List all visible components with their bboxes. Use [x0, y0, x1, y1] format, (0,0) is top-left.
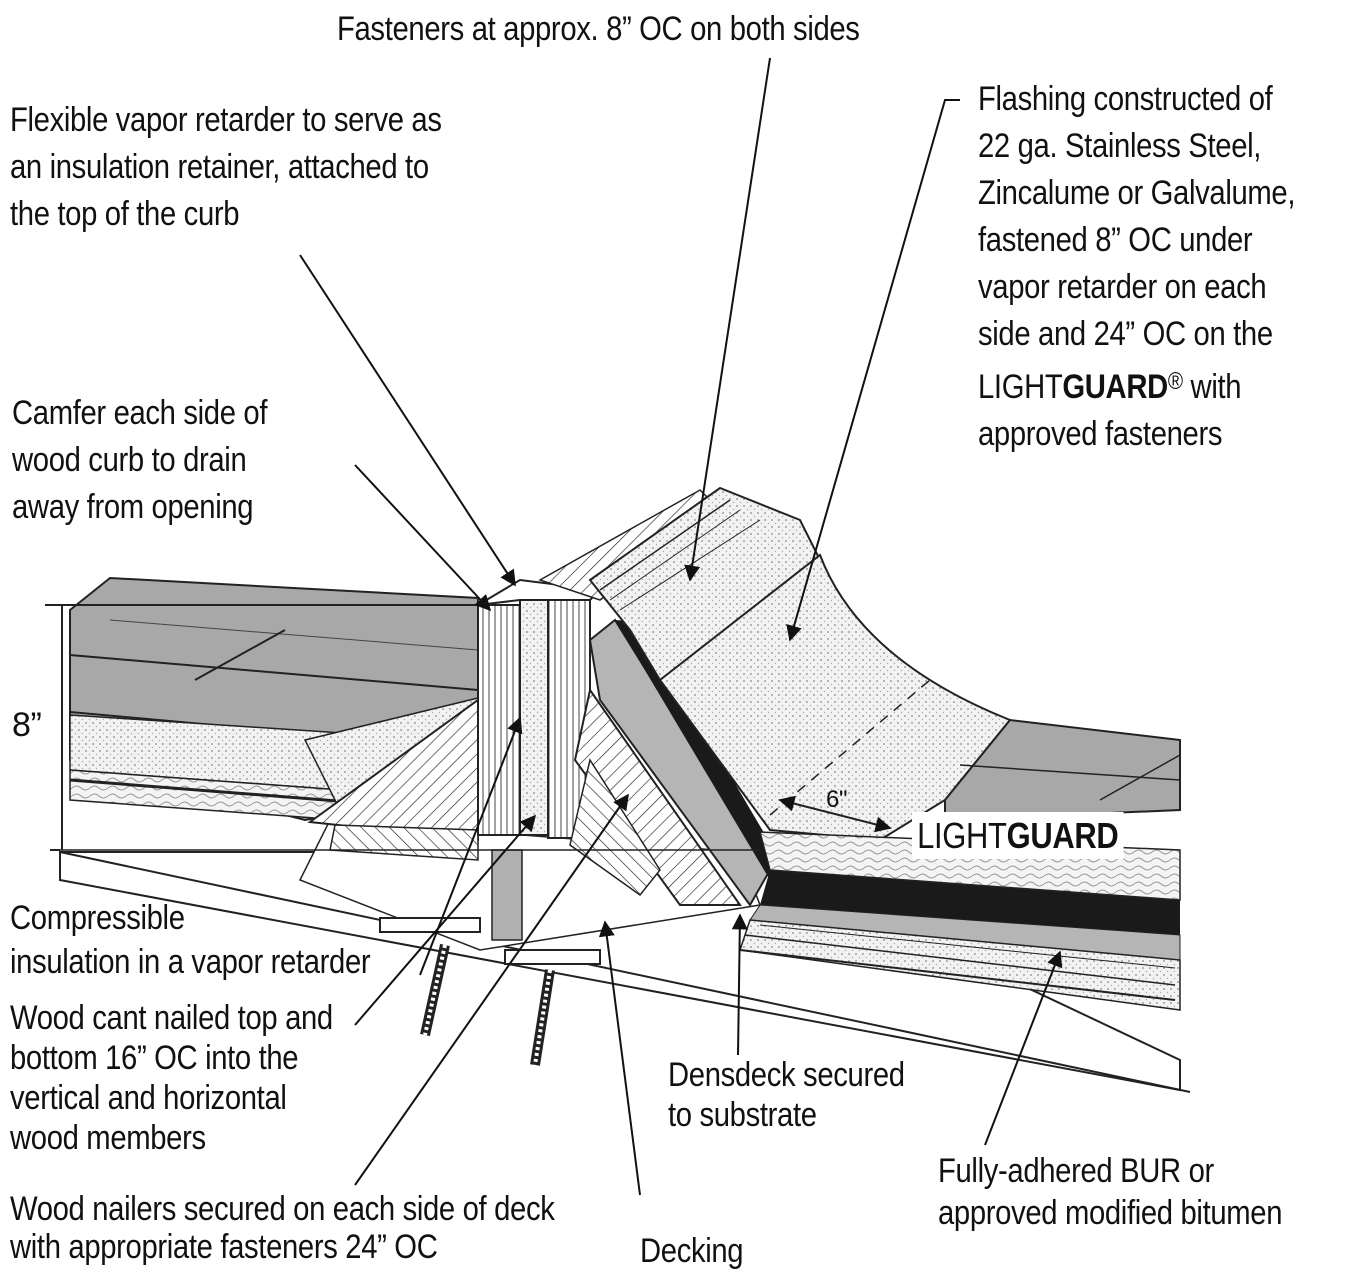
six-inch-dimension [778, 795, 892, 833]
label-line: bottom 16” OC into the [10, 1039, 299, 1077]
deck-fasteners [379, 917, 601, 1066]
label-line: approved fasteners [978, 415, 1223, 453]
label-six-inch: 6" [826, 786, 848, 813]
label-vapor-retarder: Flexible vapor retarder to serve as an i… [10, 97, 442, 238]
brand-prefix: LIGHT [978, 368, 1063, 406]
label-camfer: Camfer each side of wood curb to drain a… [12, 390, 267, 531]
label-wood-cant: Wood cant nailed top and bottom 16” OC i… [10, 998, 333, 1158]
label-line: wood members [10, 1119, 206, 1157]
label-line: side and 24” OC on the [978, 315, 1273, 353]
label-line: fastened 8” OC under [978, 221, 1253, 259]
label-bur: Fully-adhered BUR or approved modified b… [938, 1150, 1282, 1234]
label-lightguard: LIGHTGUARD [912, 812, 1124, 859]
label-eight-inch: 8” [12, 706, 42, 744]
label-line-brand: LIGHTGUARD® with [978, 358, 1295, 411]
label-line: Wood cant nailed top and [10, 999, 333, 1037]
label-line: Flexible vapor retarder to serve as [10, 101, 442, 139]
label-flashing: Flashing constructed of 22 ga. Stainless… [978, 76, 1295, 458]
label-line: Camfer each side of [12, 394, 268, 432]
registered-mark: ® [1167, 368, 1183, 395]
leader-lines [299, 57, 1063, 1196]
label-line: vapor retarder on each [978, 268, 1267, 306]
label-line: insulation in a vapor retarder [10, 943, 371, 981]
label-line: the top of the curb [10, 195, 240, 233]
label-line: with appropriate fasteners 24” OC [10, 1228, 438, 1266]
label-wood-nailers: Wood nailers secured on each side of dec… [10, 1190, 555, 1266]
label-line: Fully-adhered BUR or [938, 1152, 1214, 1190]
label-line: Wood nailers secured on each side of dec… [10, 1190, 555, 1228]
lightguard-bold: GUARD [1006, 815, 1119, 856]
label-decking: Decking [640, 1232, 744, 1270]
label-line: approved modified bitumen [938, 1194, 1283, 1232]
label-line: wood curb to drain [12, 441, 247, 479]
label-line: 22 ga. Stainless Steel, [978, 127, 1262, 165]
label-line: Densdeck secured [668, 1056, 905, 1094]
brand-suffix: with [1182, 368, 1242, 406]
label-line: Flashing constructed of [978, 80, 1273, 118]
height-dimension [45, 604, 760, 851]
label-fasteners-top: Fasteners at approx. 8” OC on both sides [337, 10, 860, 48]
curb-flashing [588, 618, 1181, 961]
label-line: vertical and horizontal [10, 1079, 287, 1117]
label-line: to substrate [668, 1096, 817, 1134]
label-densdeck: Densdeck secured to substrate [668, 1055, 905, 1135]
lightguard-prefix: LIGHT [917, 815, 1007, 856]
right-wood-cant [569, 687, 742, 906]
label-line: away from opening [12, 488, 254, 526]
brand-bold: GUARD [1062, 368, 1168, 406]
label-line: Compressible [10, 899, 185, 937]
label-line: an insulation retainer, attached to [10, 148, 429, 186]
label-line: Zincalume or Galvalume, [978, 174, 1296, 212]
label-compressible: Compressible insulation in a vapor retar… [10, 896, 371, 984]
